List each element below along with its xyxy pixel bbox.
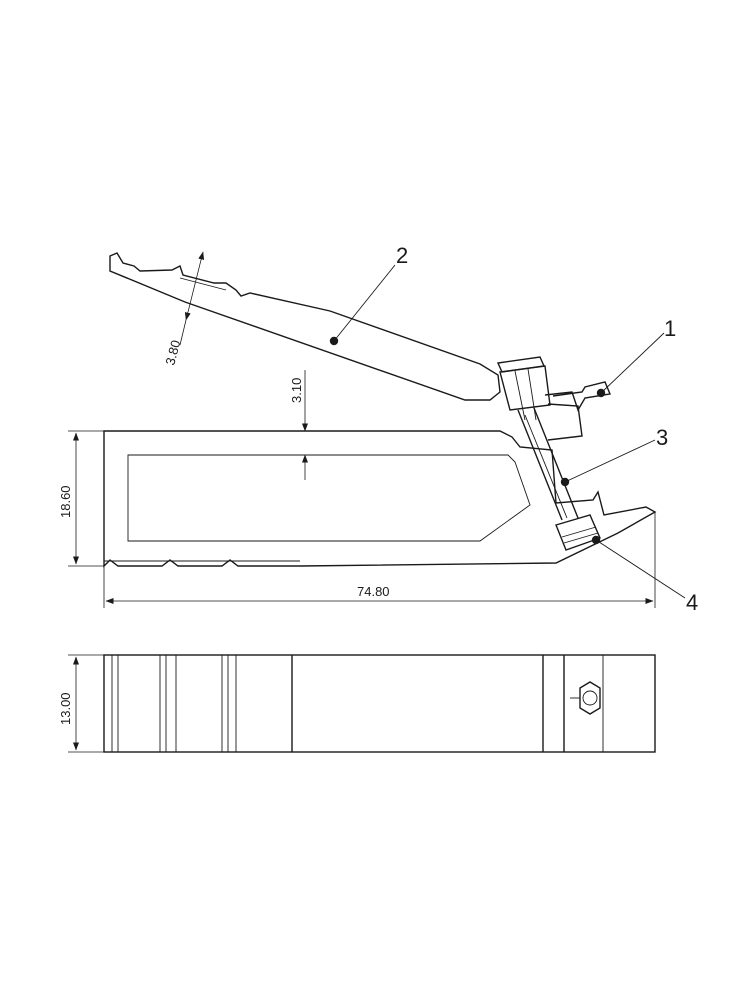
adjustment-screw bbox=[496, 356, 611, 551]
callout-markers bbox=[329, 264, 686, 599]
dimension-body-height bbox=[68, 430, 104, 567]
hex-nut-icon bbox=[570, 681, 601, 715]
plan-view bbox=[103, 654, 656, 753]
dimension-label-body-height: 18.60 bbox=[58, 485, 73, 518]
callout-label-2: 2 bbox=[396, 243, 408, 268]
dimension-body-length bbox=[103, 512, 656, 608]
callout-label-1: 1 bbox=[664, 316, 676, 341]
dimension-body-width bbox=[68, 654, 104, 753]
dimension-label-lever-thickness: 3.80 bbox=[162, 338, 183, 366]
dimension-label-body-width: 13.00 bbox=[58, 692, 73, 725]
callout-label-3: 3 bbox=[656, 425, 668, 450]
dimension-lever-thickness bbox=[179, 251, 205, 346]
dimension-label-body-length: 74.80 bbox=[357, 584, 390, 599]
callout-label-4: 4 bbox=[686, 590, 698, 615]
dimension-label-gap: 3.10 bbox=[289, 378, 304, 403]
base-body-side-view bbox=[103, 430, 657, 568]
